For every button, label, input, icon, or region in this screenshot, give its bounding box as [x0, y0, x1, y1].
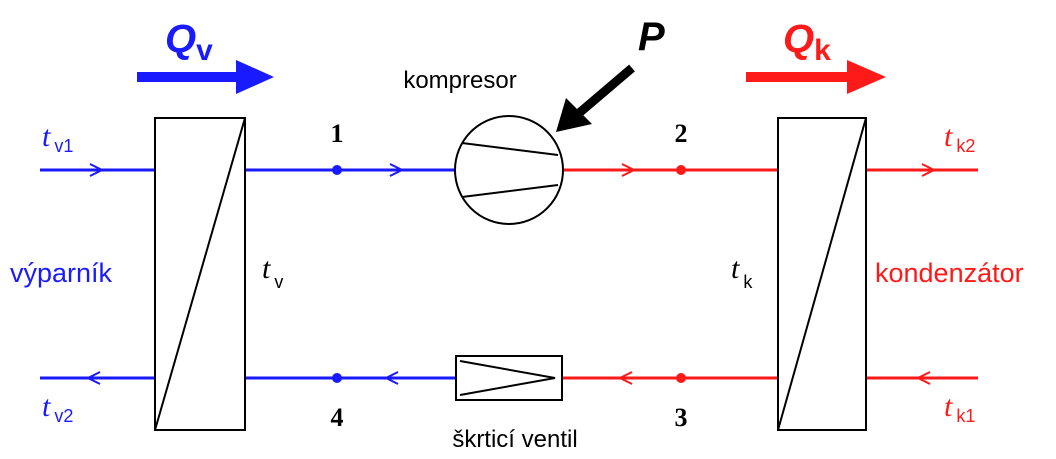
- heat-in-arrow-icon: [137, 60, 274, 94]
- valve-wedge: [459, 360, 556, 396]
- state-point-3-label: 3: [675, 403, 688, 432]
- flow-arrow-icon: [389, 163, 405, 177]
- power-label: P: [638, 15, 665, 59]
- state-point-4-dot: [332, 373, 342, 383]
- condenser-exchanger: [777, 117, 867, 431]
- heat-out-label: Qk: [783, 17, 831, 67]
- state-point-2-label: 2: [675, 119, 688, 148]
- state-point-4-label: 4: [331, 403, 344, 432]
- cold-circuit: [40, 168, 456, 380]
- state-point-1-dot: [332, 165, 342, 175]
- condenser-label: kondenzátor: [875, 258, 1024, 288]
- flow-arrow-icon: [921, 163, 937, 177]
- compressor-blade: [461, 142, 559, 156]
- evaporator-label: výparník: [10, 258, 113, 288]
- state-point-2-dot: [676, 165, 686, 175]
- flow-arrow-icon: [915, 371, 931, 385]
- flow-arrow-icon: [621, 163, 637, 177]
- flow-arrow-icon: [85, 371, 101, 385]
- state-point-3-dot: [676, 373, 686, 383]
- hot-flow-chevrons: [617, 163, 937, 385]
- compressor-body: [454, 115, 564, 225]
- condenser-diagonal: [777, 117, 867, 431]
- compressor-label: kompresor: [403, 67, 516, 94]
- flow-arrow-icon: [617, 371, 633, 385]
- state-point-1-label: 1: [331, 119, 344, 148]
- cold-flow-chevrons: [85, 163, 405, 385]
- heat-in-label: Qv: [165, 17, 213, 67]
- compressor-blade: [461, 184, 559, 198]
- expansion-valve-icon: [455, 355, 563, 401]
- compressor-icon: [454, 115, 564, 225]
- hot-circuit: [562, 168, 978, 380]
- evaporator-exchanger: [154, 117, 246, 431]
- heat-out-arrow-icon: [746, 60, 886, 94]
- power-arrow-icon: [556, 64, 635, 132]
- evaporator-diagonal: [154, 117, 246, 431]
- flow-arrow-icon: [383, 371, 399, 385]
- valve-label: škrticí ventil: [452, 426, 577, 453]
- flow-arrow-icon: [89, 163, 105, 177]
